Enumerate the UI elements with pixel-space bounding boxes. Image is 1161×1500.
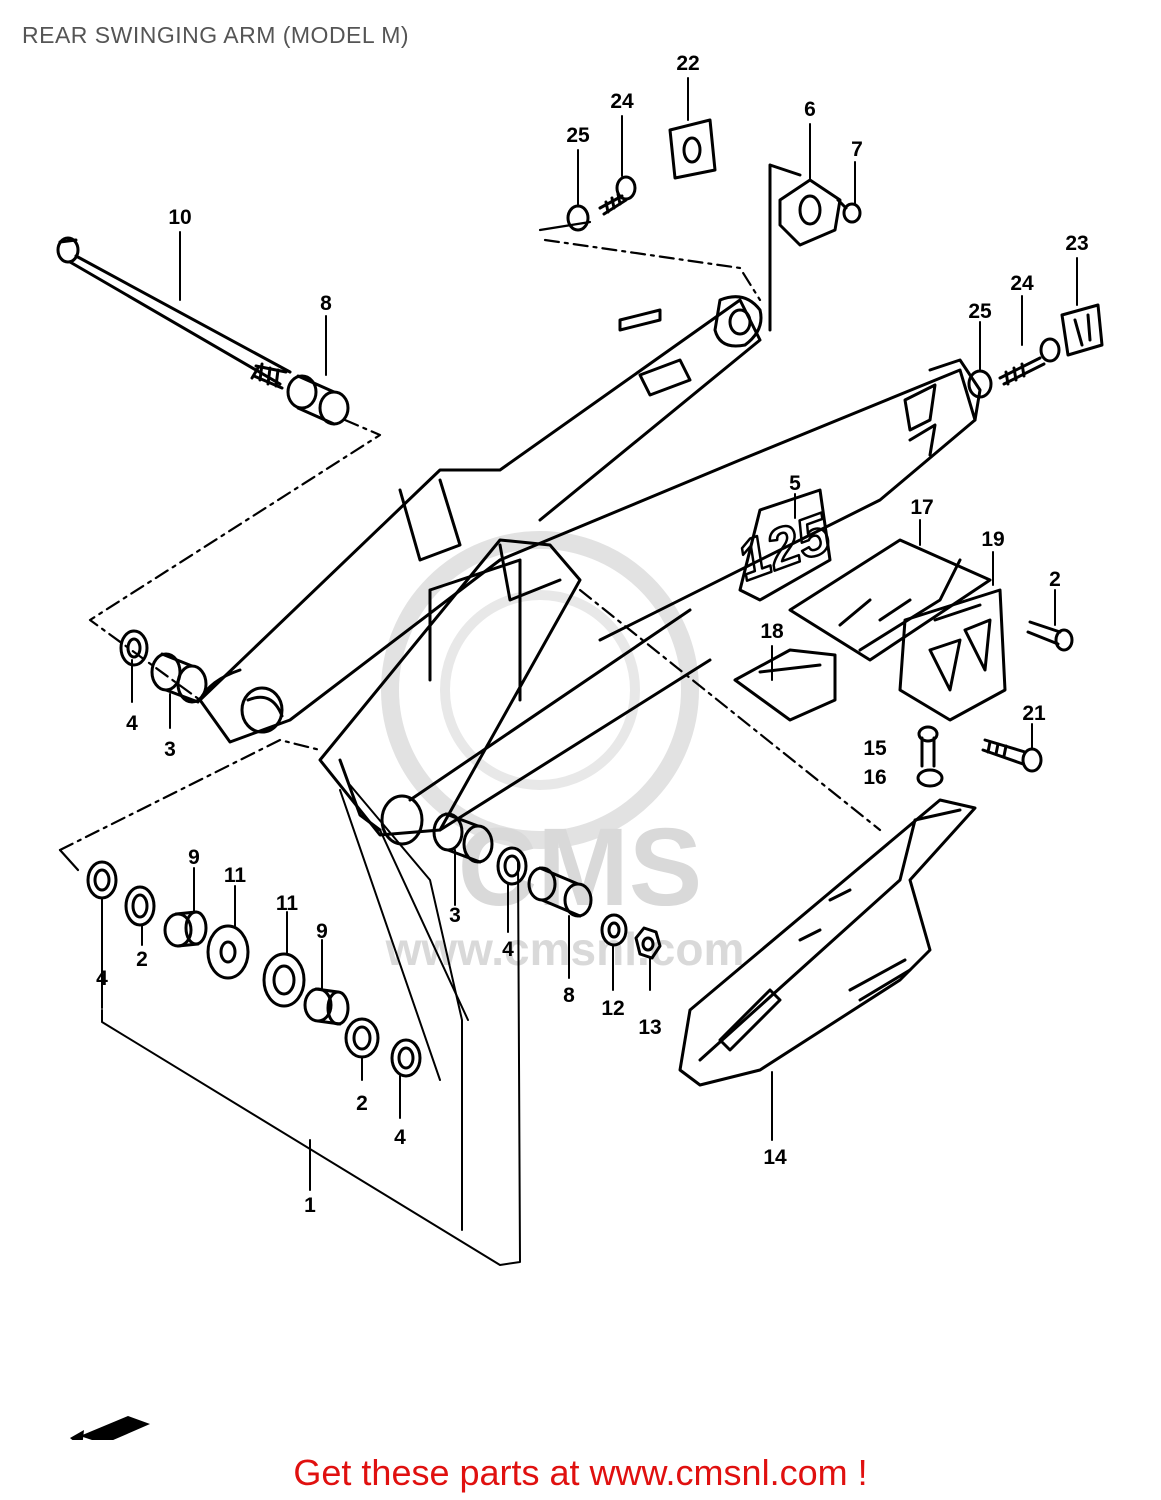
part-label: 22 [676, 52, 699, 75]
model-125-decal: 125 [727, 383, 937, 602]
part-label: 15 [863, 737, 887, 760]
chain-slider-part-14 [678, 798, 977, 1087]
part-label: 8 [320, 292, 332, 315]
adjuster-bolt-24-top [598, 175, 637, 216]
part-label: 24 [610, 90, 634, 113]
screw-part-15 [917, 725, 939, 768]
part-label: 2 [1049, 568, 1061, 591]
part-label: 4 [96, 967, 108, 990]
part-label: 5 [789, 472, 801, 495]
chain-guide-block-18 [733, 648, 837, 722]
part-label: 14 [763, 1146, 787, 1169]
oil-seal-4-lower-left [86, 860, 118, 900]
part-label: 16 [863, 766, 886, 789]
thrust-washer-2-left [124, 885, 156, 927]
spacer-8-mid [527, 866, 593, 918]
chain-guide-bracket-17 [788, 538, 992, 662]
spacer-9-mid [303, 987, 350, 1026]
needle-bearing-3-left [150, 652, 208, 704]
get-parts-link[interactable]: Get these parts at www.cmsnl.com ! [293, 1452, 868, 1493]
part-label: 2 [136, 948, 148, 971]
part-label: 9 [188, 846, 200, 869]
part-label: 25 [968, 300, 992, 323]
part-label: 3 [164, 738, 176, 761]
part-label: 6 [804, 98, 816, 121]
part-labels: 22 24 25 6 7 10 8 23 24 25 5 17 19 2 18 … [96, 52, 1089, 1217]
part-label: 11 [224, 864, 247, 887]
washer-part-16 [916, 768, 944, 788]
part-label: 12 [601, 997, 624, 1020]
adjuster-bolt-24-right [998, 337, 1061, 386]
part-label: 11 [276, 892, 299, 915]
assembly-lines [58, 220, 882, 872]
bracket-part-6 [768, 163, 842, 332]
part-label: 24 [1010, 272, 1034, 295]
front-arrow-icon [70, 1416, 150, 1440]
washer-11-left [206, 924, 250, 980]
part-label: 4 [126, 712, 138, 735]
nut-13 [634, 926, 662, 960]
watermark-brand: CMS [458, 806, 702, 929]
page-title: REAR SWINGING ARM (MODEL M) [22, 22, 410, 48]
part-label: 10 [168, 206, 191, 229]
bolt-part-21 [981, 738, 1043, 773]
part-label: 17 [910, 496, 933, 519]
part-label: 23 [1065, 232, 1088, 255]
part-label: 3 [449, 904, 461, 927]
adjuster-nut-25-top [566, 204, 590, 232]
part-label: 7 [851, 138, 863, 161]
watermark-url: www.cmsnl.com [385, 923, 745, 975]
exploded-parts-diagram: CMS www.cmsnl.com [56, 52, 1104, 1440]
part-label: 21 [1022, 702, 1046, 725]
pivot-bushing-top [286, 374, 350, 426]
label-leader-lines [101, 77, 1078, 1266]
part-label: 4 [502, 938, 514, 961]
chain-adjuster-plate-23 [1060, 303, 1104, 357]
part-label: 2 [356, 1092, 368, 1115]
chain-adjuster-plate-22 [668, 118, 717, 180]
bolt-part-20 [1026, 620, 1074, 652]
part-label: 4 [394, 1126, 406, 1149]
part-label: 1 [304, 1194, 316, 1217]
spacer-9-left [163, 910, 208, 948]
part-label: 18 [760, 620, 784, 643]
part-label: 25 [566, 124, 590, 147]
thrust-washer-2-lower [344, 1017, 380, 1059]
bolt-part-7 [836, 198, 862, 224]
swing-arm-body [198, 295, 982, 846]
oil-seal-4-bottom [390, 1038, 422, 1078]
part-label: 8 [563, 984, 575, 1007]
part-label: 13 [638, 1016, 661, 1039]
part-label: 19 [981, 528, 1004, 551]
washer-11-mid [262, 952, 306, 1008]
chain-guide-plate-19 [898, 588, 1007, 722]
part-label: 9 [316, 920, 328, 943]
pivot-shaft-part [56, 236, 292, 390]
needle-bearing-3-mid [432, 812, 494, 864]
